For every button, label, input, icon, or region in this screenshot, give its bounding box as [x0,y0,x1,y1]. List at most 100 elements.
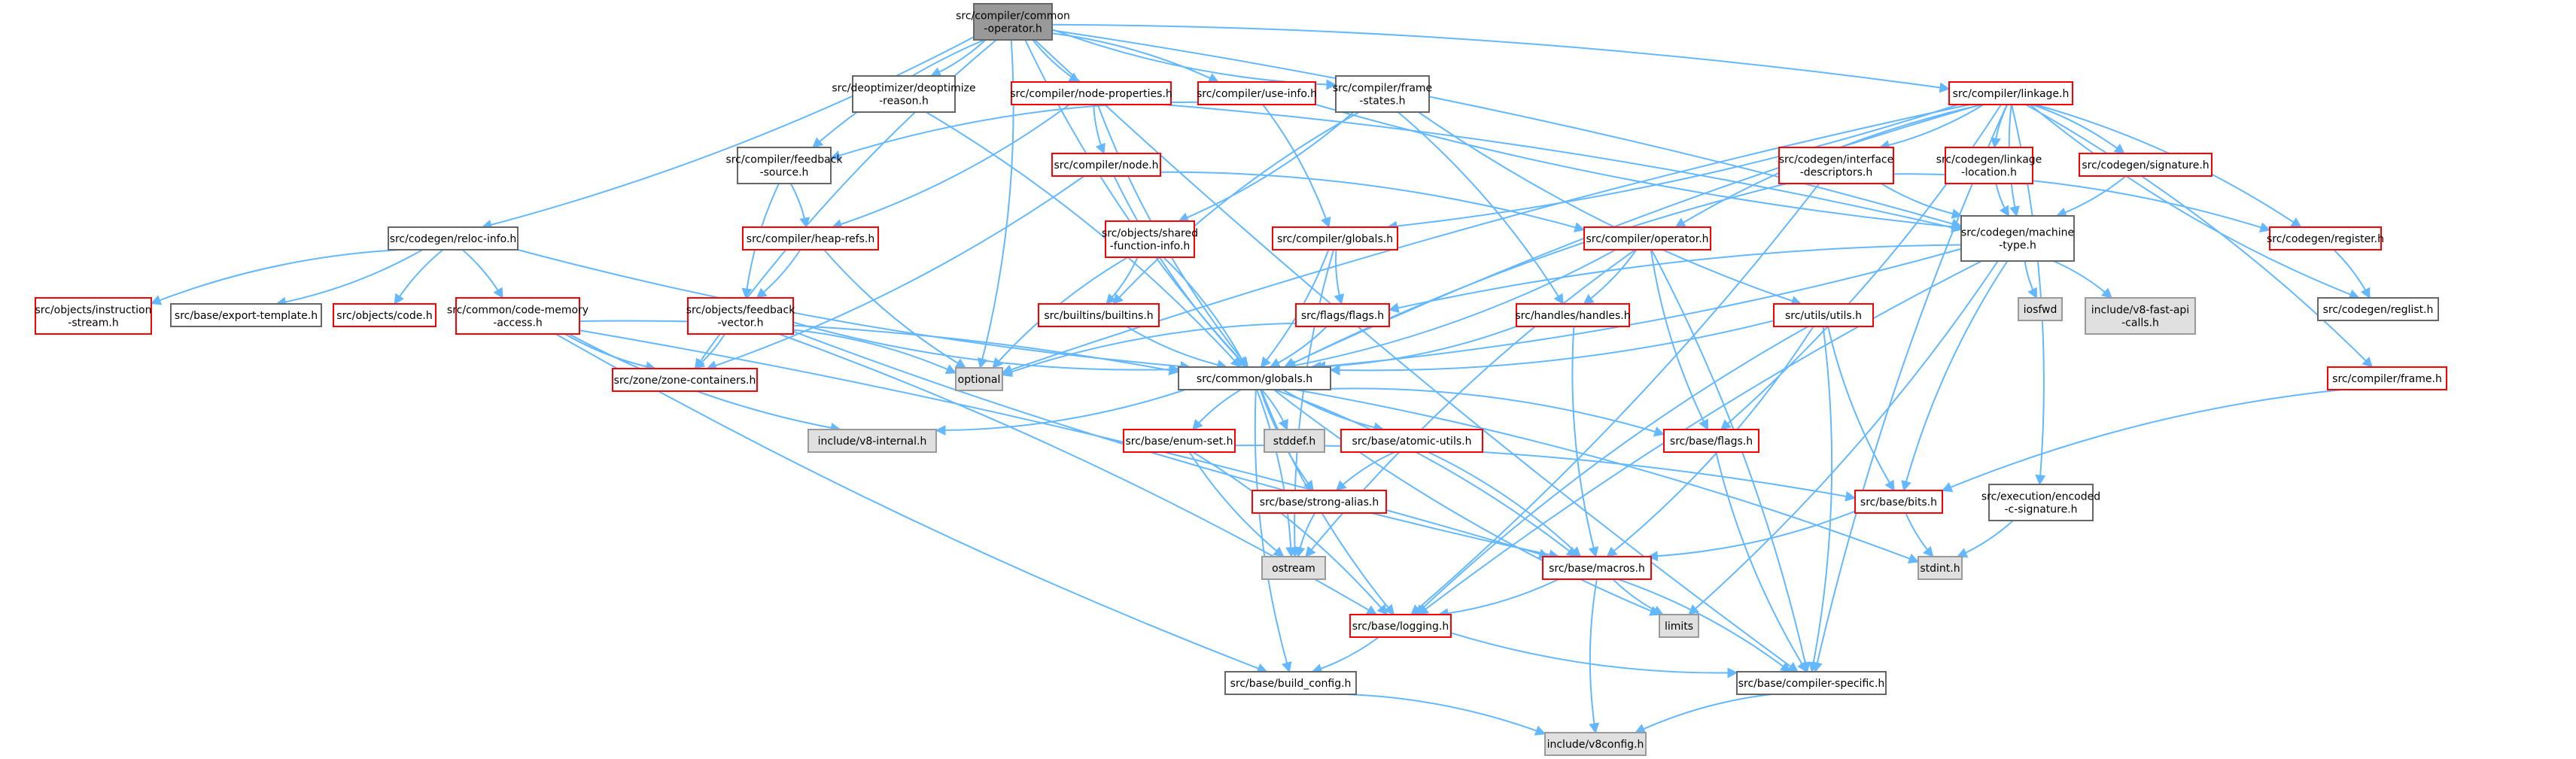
node-label: include/v8-internal.h [818,436,927,448]
node-codememory[interactable]: src/common/code-memory-access.h [447,297,588,335]
edge-handles-to-cglobals [1310,325,1517,372]
node-label: src/objects/shared [1102,228,1198,240]
node-box [2079,153,2213,177]
node-label: src/utils/utils.h [1785,310,1862,322]
edge-nodeprops-to-heaprefs [831,104,1070,229]
node-exporttpl[interactable]: src/base/export-template.h [170,303,322,327]
edge-cglobals-to-ostream [1256,389,1297,558]
edge-machtype-to-limits [1688,260,1999,615]
node-label: src/base/enum-set.h [1125,436,1233,448]
node-objcode[interactable]: src/objects/code.h [333,303,436,327]
edge-ifacedesc-to-logging [1410,183,1820,615]
node-register[interactable]: src/codegen/register.h [2267,226,2384,250]
node-ifacedesc[interactable]: src/codegen/interface-descriptors.h [1778,147,1894,184]
edge-logging-to-buildconfig [1311,636,1379,674]
node-box [1948,81,2073,105]
node-fastapi[interactable]: include/v8-fast-api-calls.h [2085,297,2196,335]
node-box [1960,215,2075,262]
node-label: -states.h [1359,96,1405,108]
node-deopt[interactable]: src/deoptimizer/deoptimize-reason.h [832,75,976,113]
edge-flags-to-cglobals [1269,326,1328,368]
edge-machtype-to-logging [1417,260,1982,615]
node-compframe[interactable]: src/compiler/frame.h [2327,366,2447,390]
node-box [170,303,322,327]
node-label: -access.h [493,317,543,329]
node-instrstream[interactable]: src/objects/instruction-stream.h [35,297,152,335]
node-builtins[interactable]: src/builtins/builtins.h [1038,303,1160,327]
node-zone[interactable]: src/zone/zone-containers.h [612,368,758,392]
node-label: src/codegen/reglist.h [2323,304,2434,316]
node-feedbackvec[interactable]: src/objects/feedback-vector.h [686,297,796,335]
edge-compnode-to-operator [1160,171,1586,232]
edge-linkage-to-compglobals [1386,104,1959,232]
node-label: src/common/globals.h [1197,373,1312,385]
node-label: src/objects/instruction [35,305,152,317]
node-v8config[interactable]: include/v8config.h [1544,732,1647,756]
node-baseflags[interactable]: src/base/flags.h [1663,429,1759,453]
node-buildconfig[interactable]: src/base/build_config.h [1224,671,1357,695]
node-label: stddef.h [1273,436,1315,448]
node-handles[interactable]: src/handles/handles.h [1515,303,1631,327]
node-atomicutils[interactable]: src/base/atomic-utils.h [1340,429,1483,453]
node-utils[interactable]: src/utils/utils.h [1773,303,1874,327]
node-signature[interactable]: src/codegen/signature.h [2079,153,2213,177]
node-label: ostream [1272,563,1315,575]
node-nodeprops[interactable]: src/compiler/node-properties.h [1010,81,1172,105]
node-box [2327,366,2447,390]
node-root[interactable]: src/compiler/common-operator.h [956,3,1070,41]
node-operator[interactable]: src/compiler/operator.h [1583,226,1711,250]
node-label: src/compiler/operator.h [1586,233,1708,245]
node-box [1945,147,2033,184]
node-machtype[interactable]: src/codegen/machine-type.h [1960,215,2075,262]
node-v8internal[interactable]: include/v8-internal.h [807,429,937,453]
node-framestates[interactable]: src/compiler/frame-states.h [1333,75,1432,113]
edge-relocinfo-to-objcode [394,249,444,305]
node-label: src/deoptimizer/deoptimize [832,83,975,95]
node-ostream[interactable]: ostream [1261,556,1326,580]
node-macros[interactable]: src/base/macros.h [1542,556,1652,580]
node-label: src/base/export-template.h [175,310,318,322]
edge-framestates-to-utils [1418,111,1802,306]
node-iosfwd[interactable]: iosfwd [2018,297,2063,321]
edge-feedbackvec-to-cglobals [792,321,1180,375]
node-label: -descriptors.h [1800,167,1873,179]
node-reglist[interactable]: src/codegen/reglist.h [2317,297,2439,321]
node-box [1335,75,1430,113]
node-sharedfn[interactable]: src/objects/shared-function-info.h [1102,220,1198,258]
node-stddef[interactable]: stddef.h [1264,429,1325,453]
edge-bits-to-macros [1647,510,1856,562]
edge-compglobals-to-ostream [1289,249,1335,558]
node-relocinfo[interactable]: src/codegen/reloc-info.h [388,226,519,250]
node-label: -calls.h [2121,317,2159,329]
node-compglobals[interactable]: src/compiler/globals.h [1272,226,1398,250]
node-bits[interactable]: src/base/bits.h [1854,490,1943,514]
node-box [1659,614,1699,638]
edge-root-to-framestates [1051,29,1337,90]
node-useinfo[interactable]: src/compiler/use-info.h [1197,81,1317,105]
node-optional[interactable]: optional [955,367,1003,391]
node-label: src/codegen/reloc-info.h [390,233,517,245]
edge-root-to-machtype [1051,29,1963,229]
node-linkage[interactable]: src/compiler/linkage.h [1948,81,2073,105]
node-compspecific[interactable]: src/base/compiler-specific.h [1736,671,1887,695]
node-feedbacksource[interactable]: src/compiler/feedback-source.h [725,147,843,184]
node-limits[interactable]: limits [1659,614,1699,638]
node-cglobals[interactable]: src/common/globals.h [1178,366,1331,390]
edge-sharedfn-to-builtins [1106,257,1139,305]
node-box [1264,429,1325,453]
node-stdint[interactable]: stdint.h [1918,556,1963,580]
node-label: src/flags/flags.h [1301,310,1384,322]
node-box [2018,297,2063,321]
node-compnode[interactable]: src/compiler/node.h [1051,153,1161,177]
edge-cglobals-to-stdint [1295,389,1920,564]
node-box [955,367,1003,391]
edge-root-to-relocinfo [481,36,975,230]
node-logging[interactable]: src/base/logging.h [1349,614,1452,638]
node-encsig[interactable]: src/execution/encoded-c-signature.h [1981,484,2100,521]
node-flags[interactable]: src/flags/flags.h [1295,303,1390,327]
node-heaprefs[interactable]: src/compiler/heap-refs.h [742,226,879,250]
edge-operator-to-compspecific [1650,249,1811,673]
node-enumset[interactable]: src/base/enum-set.h [1123,429,1236,453]
node-linkloc[interactable]: src/codegen/linkage-location.h [1936,147,2042,184]
node-strongalias[interactable]: src/base/strong-alias.h [1252,490,1387,514]
